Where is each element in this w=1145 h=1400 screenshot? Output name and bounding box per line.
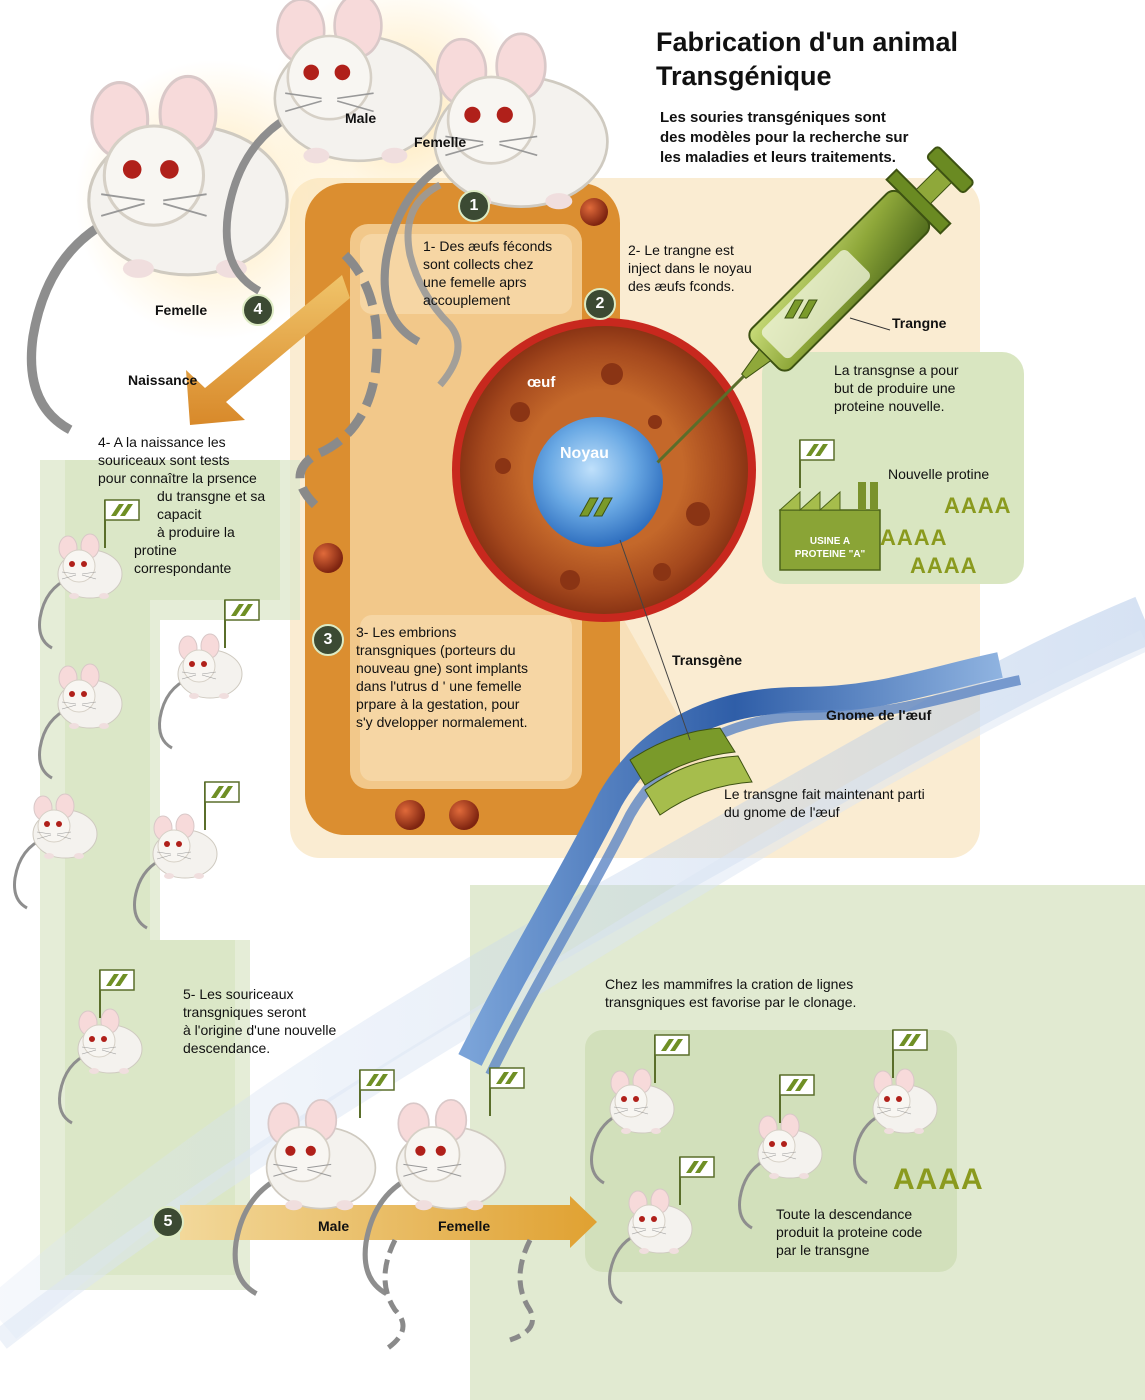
step5-line-4: descendance. [183,1040,271,1056]
subtitle-line-3: les maladies et leurs traitements. [660,149,896,166]
clonage-desc-line-1: Toute la descendance [776,1206,913,1222]
step1-line-4: accouplement [423,292,511,308]
label-nouvelle-protine: Nouvelle protine [888,466,990,482]
step3-line-3: nouveau gne) sont implants [356,660,528,676]
aaaa-3: AAAA [910,553,978,578]
aaaa-1: AAAA [944,493,1012,518]
label-transgene: Transgène [672,652,743,668]
step-badge-1: 1 [458,190,490,222]
factory-label-line-1: USINE A [809,536,851,547]
step4-line-2: souriceaux sont tests [98,452,230,468]
label-male-bottom: Male [318,1218,350,1234]
subtitle-line-1: Les souries transgéniques sont [660,109,886,126]
step3-line-5: prpare à la gestation, pour [356,696,520,712]
clonage-line-2: transgniques est favorise par le clonage… [605,994,857,1010]
step4-line-4: du transgne et sa [157,488,266,504]
label-male-top: Male [345,110,377,126]
subtitle-line-2: des modèles pour la recherche sur [660,129,909,146]
step1-line-1: 1- Des æufs féconds [423,238,553,254]
step2-line-2: inject dans le noyau [628,260,752,276]
factory-label-line-2: PROTEINE "A" [794,549,866,560]
label-naissance: Naissance [128,372,198,388]
step-badge-4: 4 [242,294,274,326]
step4-line-3: pour connaître la prsence [98,470,257,486]
step3-line-1: 3- Les embrions [356,624,457,640]
label-femelle-bottom: Femelle [438,1218,491,1234]
step5-line-2: transgniques seront [183,1004,306,1020]
step4-line-7: protine [134,542,177,558]
step-badge-2: 2 [584,288,616,320]
label-femelle-top: Femelle [414,134,467,150]
title-line-2: Transgénique [656,61,832,91]
step3-line-2: transgniques (porteurs du [356,642,516,658]
label-oeuf: œuf [527,374,556,391]
label-femelle-left: Femelle [155,302,208,318]
dna-desc-line-1: Le transgne fait maintenant parti [724,786,925,802]
label-genome: Gnome de l'æuf [826,707,932,723]
label-noyau: Noyau [560,445,609,462]
label-trangne: Trangne [892,315,947,331]
step5-line-3: à l'origine d'une nouvelle [183,1022,337,1038]
clonage-desc-line-3: par le transgne [776,1242,870,1258]
step4-line-8: correspondante [134,560,232,576]
clonage-line-1: Chez les mammifres la cration de lignes [605,976,854,992]
protein-line-2: but de produire une [834,380,956,396]
step4-line-6: à produire la [157,524,235,540]
step2-line-3: des æufs fconds. [628,278,735,294]
dna-desc-line-2: du gnome de l'æuf [724,804,840,820]
step1-line-2: sont collects chez [423,256,534,272]
step5-line-1: 5- Les souriceaux [183,986,294,1002]
step1-line-3: une femelle aprs [423,274,527,290]
step3-line-6: s'y dvelopper normalement. [356,714,528,730]
protein-line-1: La transgnse a pour [834,362,959,378]
step2-line-1: 2- Le trangne est [628,242,734,258]
step-badge-5: 5 [152,1206,184,1238]
step3-line-4: dans l'utrus d ' une femelle [356,678,522,694]
aaaa-clonage: AAAA [893,1163,984,1196]
step-badge-3: 3 [312,624,344,656]
clonage-desc-line-2: produit la proteine code [776,1224,923,1240]
aaaa-2: AAAA [880,525,948,550]
title-line-1: Fabrication d'un animal [656,27,958,57]
protein-line-3: proteine nouvelle. [834,398,945,414]
step4-line-5: capacit [157,506,202,522]
step4-line-1: 4- A la naissance les [98,434,226,450]
